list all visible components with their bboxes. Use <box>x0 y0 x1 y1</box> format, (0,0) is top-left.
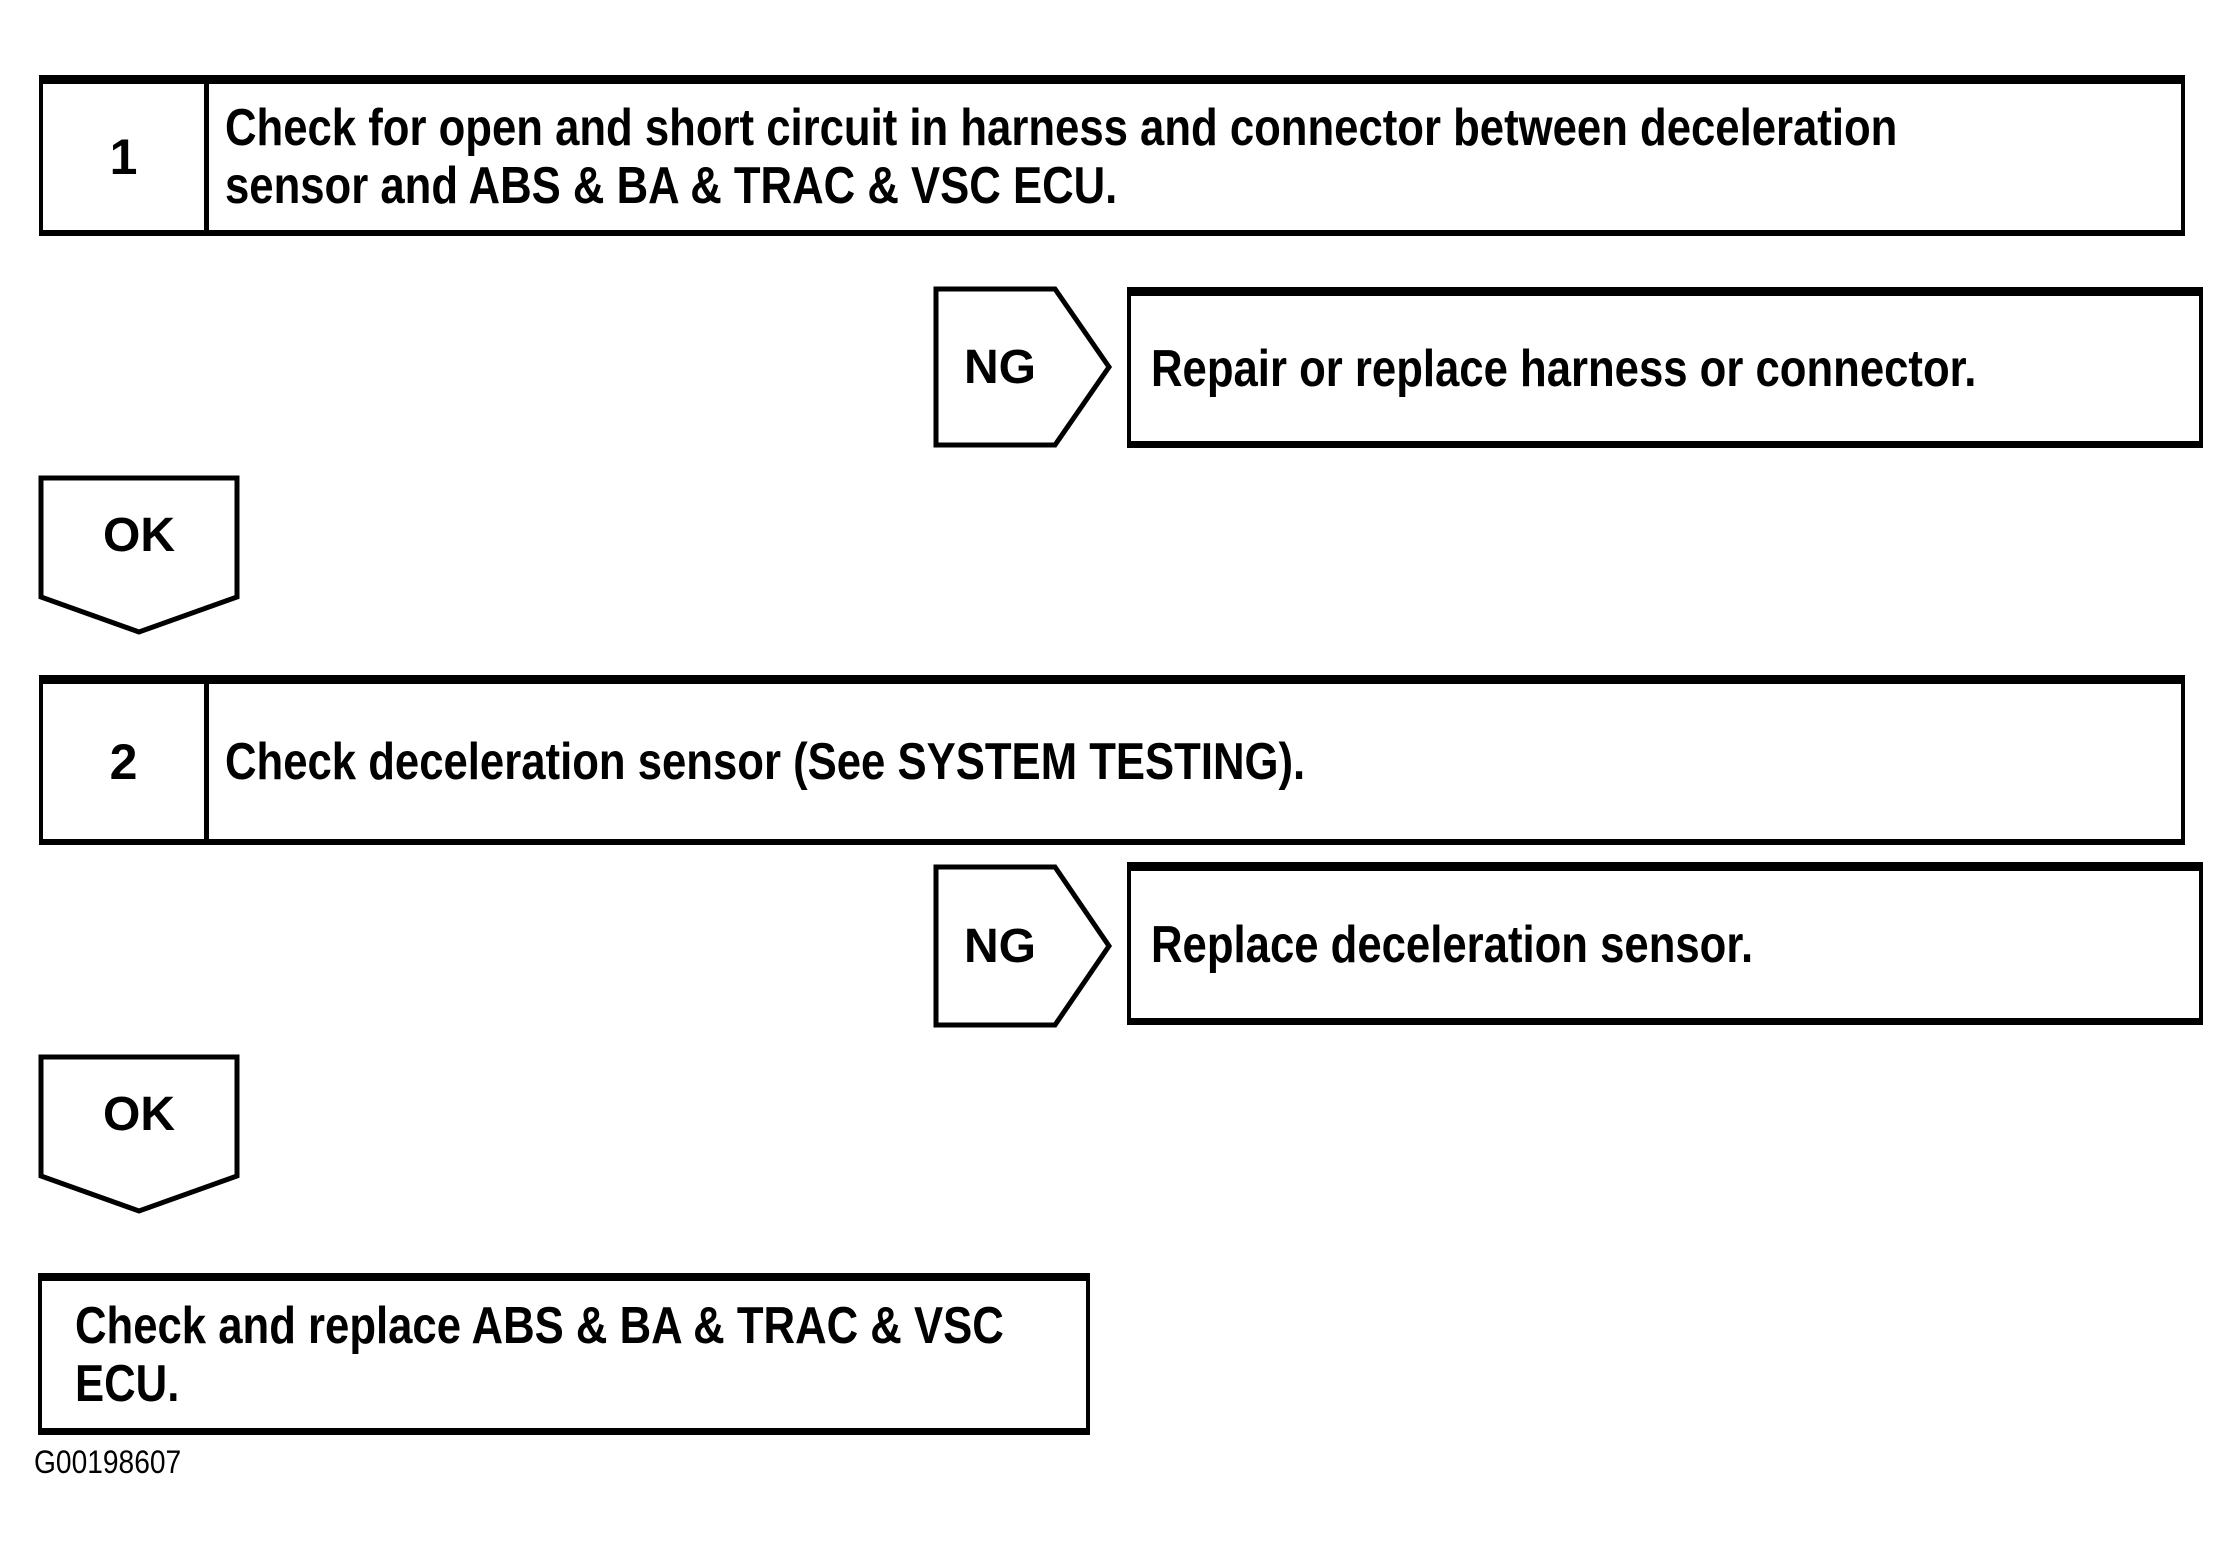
step-2-box: 2 Check deceleration sensor (See SYSTEM … <box>39 675 2185 845</box>
step-1-instruction: Check for open and short circuit in harn… <box>209 84 2181 230</box>
step-2-instruction: Check deceleration sensor (See SYSTEM TE… <box>209 684 2181 839</box>
final-action-line: ECU. <box>75 1354 180 1413</box>
step-2-number: 2 <box>43 684 209 839</box>
ok-connector-1: OK <box>38 475 240 636</box>
ng-arrow-icon <box>933 864 1113 1028</box>
ng-arrow-icon <box>933 286 1113 448</box>
figure-id: G00198607 <box>34 1444 182 1480</box>
ng-result-2-box: Replace deceleration sensor. <box>1127 862 2203 1025</box>
ok-label: OK <box>103 509 175 562</box>
step-1-box: 1 Check for open and short circuit in ha… <box>39 75 2185 236</box>
final-action-box: Check and replace ABS & BA & TRAC & VSC … <box>38 1273 1090 1435</box>
ng-result-1-box: Repair or replace harness or connector. <box>1127 287 2203 448</box>
instruction-line: Check for open and short circuit in harn… <box>225 99 1898 157</box>
ng-result-2-text: Replace deceleration sensor. <box>1151 915 1754 974</box>
instruction-line: Check deceleration sensor (See SYSTEM TE… <box>225 732 1306 791</box>
ng-connector-1: NG <box>933 286 1113 448</box>
ok-arrow-icon <box>38 1054 240 1214</box>
ok-label: OK <box>103 1088 175 1141</box>
step-1-number: 1 <box>43 84 209 230</box>
ok-connector-2: OK <box>38 1054 240 1215</box>
ng-connector-2: NG <box>933 864 1113 1028</box>
final-action-line: Check and replace ABS & BA & TRAC & VSC <box>75 1296 1004 1355</box>
ng-label: NG <box>964 340 1036 394</box>
ng-label: NG <box>964 919 1036 973</box>
ok-arrow-icon <box>38 475 240 635</box>
instruction-line: sensor and ABS & BA & TRAC & VSC ECU. <box>225 157 1118 215</box>
ng-result-1-text: Repair or replace harness or connector. <box>1151 339 1977 398</box>
